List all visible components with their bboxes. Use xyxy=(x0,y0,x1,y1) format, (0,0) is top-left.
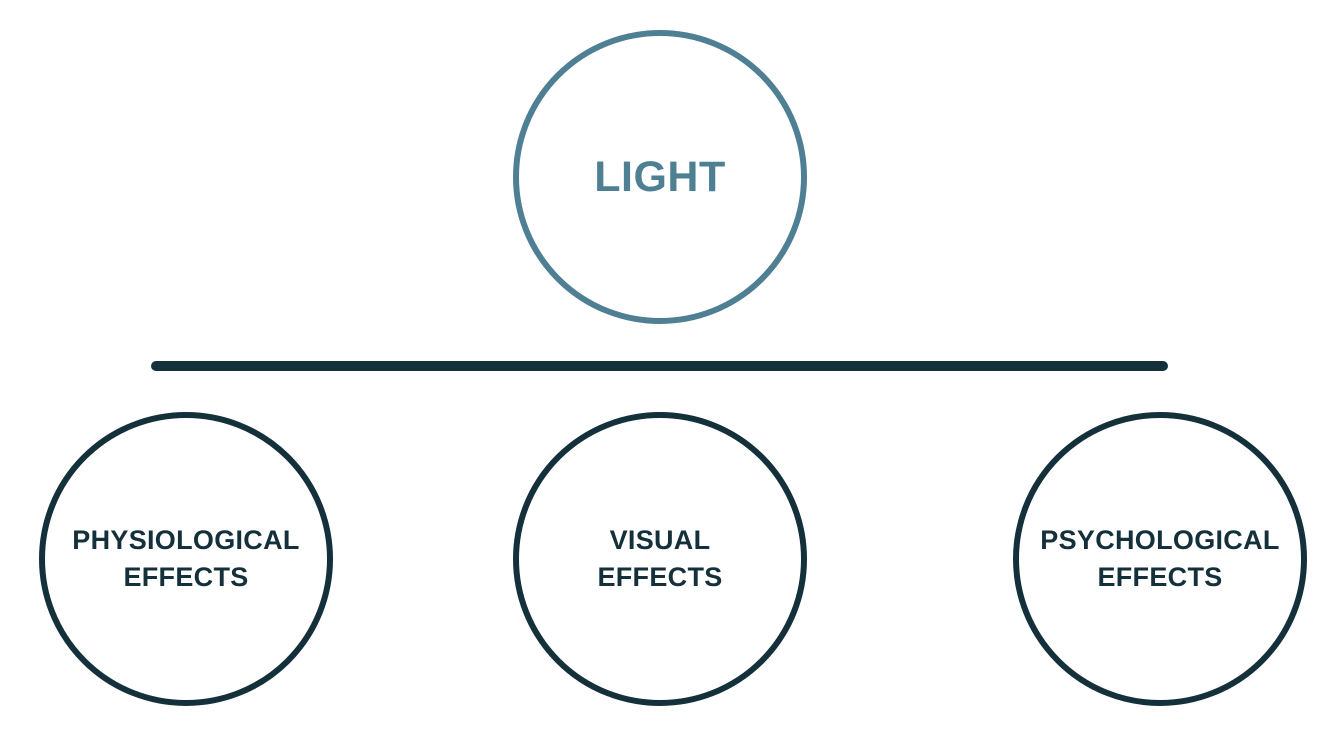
child-node-visual: VISUAL EFFECTS xyxy=(513,412,807,706)
root-node-label: LIGHT xyxy=(594,152,726,201)
root-node-light: LIGHT xyxy=(513,30,807,324)
child-node-physiological: PHYSIOLOGICAL EFFECTS xyxy=(39,412,333,706)
child-node-label: PHYSIOLOGICAL EFFECTS xyxy=(72,522,299,596)
child-node-label-line2: EFFECTS xyxy=(1097,562,1223,592)
child-node-label-line1: PSYCHOLOGICAL xyxy=(1040,525,1280,555)
child-node-label-line2: EFFECTS xyxy=(123,562,249,592)
child-node-label: VISUAL EFFECTS xyxy=(597,522,722,596)
child-node-label-line1: PHYSIOLOGICAL xyxy=(72,525,300,555)
child-node-psychological: PSYCHOLOGICAL EFFECTS xyxy=(1013,412,1307,706)
child-node-label-line1: VISUAL xyxy=(609,525,711,555)
child-node-label: PSYCHOLOGICAL EFFECTS xyxy=(1040,522,1279,596)
child-node-label-line2: EFFECTS xyxy=(597,562,723,592)
branch-divider-line xyxy=(151,361,1168,371)
